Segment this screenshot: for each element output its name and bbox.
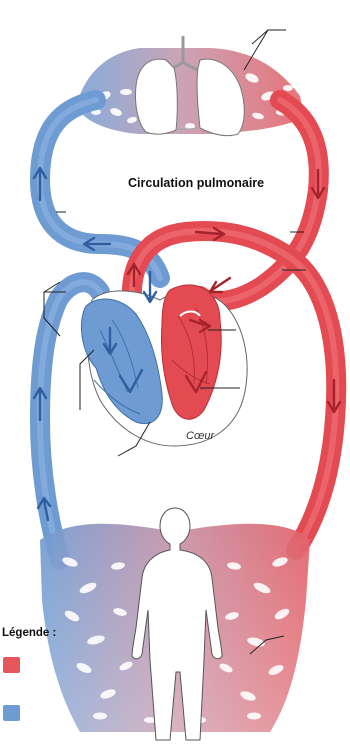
heart-icon <box>81 285 247 446</box>
legend-swatch-oxygenated <box>3 657 20 673</box>
legend-title: Légende : <box>2 627 56 639</box>
diagram-title: Circulation pulmonaire <box>128 176 264 190</box>
heart-label: Cœur <box>186 430 214 442</box>
pulmonary-capillary-network <box>78 48 304 134</box>
leader-line <box>252 30 268 44</box>
legend-swatch-deoxygenated <box>3 705 20 721</box>
